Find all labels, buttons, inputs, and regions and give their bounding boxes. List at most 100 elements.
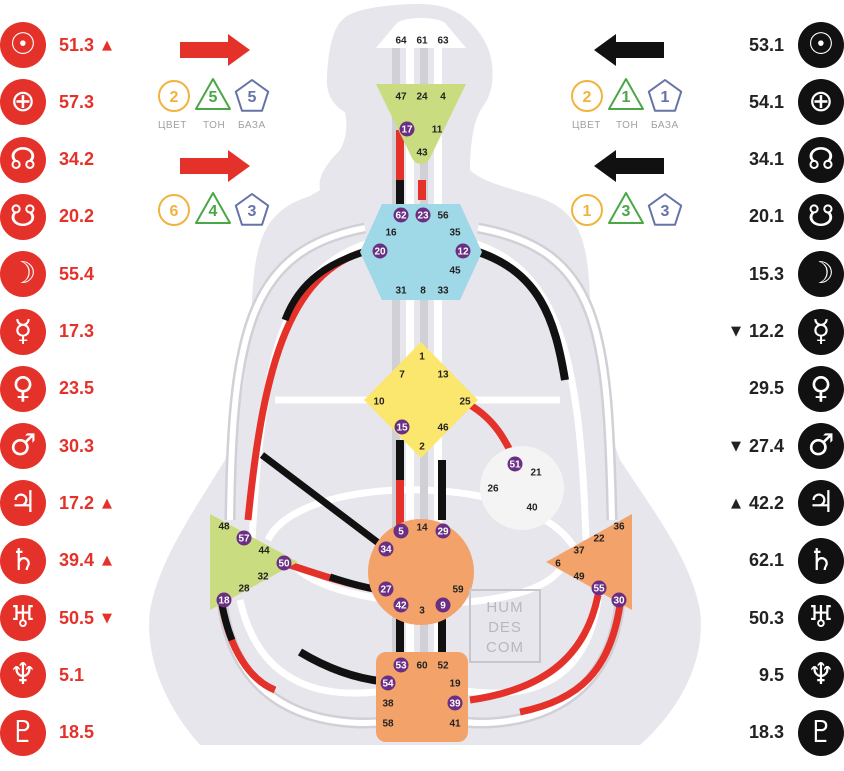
personality-row: 29.5♀ [741,365,844,412]
gate-6[interactable]: 6 [555,559,561,570]
gate-9-active-marker [435,597,451,613]
gate-62[interactable]: 62 [395,211,407,222]
gate-47[interactable]: 47 [395,92,407,103]
design-value: 5.1 [59,664,85,685]
gate-39[interactable]: 39 [449,699,461,710]
gate-10[interactable]: 10 [373,397,385,408]
gate-2[interactable]: 2 [419,442,425,453]
gate-22[interactable]: 22 [593,534,605,545]
gate-26[interactable]: 26 [487,484,499,495]
gate-37[interactable]: 37 [573,546,585,557]
gate-36[interactable]: 36 [613,522,625,533]
gate-54[interactable]: 54 [382,679,394,690]
gate-18[interactable]: 18 [218,596,230,607]
watermark-line-1: HUM [486,599,523,616]
gate-58[interactable]: 58 [382,719,394,730]
gate-53[interactable]: 53 [395,661,407,672]
gate-12[interactable]: 12 [457,247,469,258]
personality-value: 9.5 [758,664,784,685]
gate-14[interactable]: 14 [416,523,428,534]
gate-61[interactable]: 61 [416,36,428,47]
gate-30[interactable]: 30 [613,596,625,607]
gate-1[interactable]: 1 [419,352,425,363]
gate-46[interactable]: 46 [437,423,449,434]
heart-center [480,446,564,530]
gate-25[interactable]: 25 [459,397,471,408]
gate-27[interactable]: 27 [380,585,392,596]
ajna-center [376,84,466,164]
gate-52[interactable]: 52 [437,661,449,672]
gate-50[interactable]: 50 [278,559,290,570]
gate-60[interactable]: 60 [416,661,428,672]
personality-row: 20.1☋ [741,193,844,240]
design_bottom-color-value: 6 [170,203,179,220]
gate-21[interactable]: 21 [530,468,542,479]
gate-4[interactable]: 4 [440,92,446,103]
gate-49[interactable]: 49 [573,572,585,583]
personality-value: 12.2 [748,321,784,341]
gate-5[interactable]: 5 [398,527,404,538]
gate-8[interactable]: 8 [420,286,426,297]
gate-11[interactable]: 11 [432,125,443,136]
personality-planet-icon: ♀ [798,365,844,412]
gate-55[interactable]: 55 [593,584,605,595]
gate-34-active-marker [378,541,394,557]
gate-33[interactable]: 33 [437,286,449,297]
gate-42-active-marker [393,597,409,613]
gate-20[interactable]: 20 [374,247,386,258]
gate-13[interactable]: 13 [437,370,449,381]
gate-28[interactable]: 28 [238,584,250,595]
personality-mark: ▼ [730,438,741,454]
personality-planet-icon: ♆ [798,652,844,699]
gate-19[interactable]: 19 [449,679,461,690]
gate-57[interactable]: 57 [238,534,250,545]
gate-51[interactable]: 51 [509,460,521,471]
gate-29[interactable]: 29 [437,527,449,538]
gate-34[interactable]: 34 [380,545,392,556]
design_top-tone-shape [195,78,231,110]
gate-35[interactable]: 35 [449,228,461,239]
gate-17[interactable]: 17 [401,125,413,136]
design-row: ☿17.3 [0,308,102,355]
solar-center [546,514,632,610]
label-base-personality: БАЗА [651,120,679,131]
personality_bottom-color-shape [571,194,603,226]
gate-24[interactable]: 24 [416,92,428,103]
gate-56[interactable]: 56 [437,211,449,222]
design-arrow-top [180,34,250,66]
gate-3[interactable]: 3 [419,606,425,617]
gate-59[interactable]: 59 [452,585,464,596]
gate-23[interactable]: 23 [417,211,429,222]
personality-planet-icon: ⊕ [798,79,844,126]
design-value: 18.5 [59,722,95,743]
design-row: ♅50.5▼ [0,595,112,641]
gate-7[interactable]: 7 [399,370,405,381]
personality-row: 54.1 ⊕ [741,79,844,126]
gate-27-active-marker [378,581,394,597]
gate-63[interactable]: 63 [437,36,449,47]
gate-64[interactable]: 64 [395,36,407,47]
gate-48[interactable]: 48 [218,522,230,533]
gate-9[interactable]: 9 [440,601,446,612]
personality-planet-icon: ♂ [798,423,844,470]
gate-42[interactable]: 42 [395,601,407,612]
design-value: 23.5 [59,378,95,399]
gate-40[interactable]: 40 [526,503,538,514]
gate-43[interactable]: 43 [416,148,428,159]
gate-38[interactable]: 38 [382,699,394,710]
gate-17-active-marker [399,121,415,137]
gate-31[interactable]: 31 [395,286,407,297]
design-row: ♀23.5 [0,365,102,412]
gate-16[interactable]: 16 [385,228,397,239]
personality-row: 34.1 ☊ [741,136,844,183]
design_bottom-tone-value: 4 [209,203,218,220]
gate-15[interactable]: 15 [396,423,408,434]
gate-41[interactable]: 41 [449,719,461,730]
gate-32[interactable]: 32 [257,572,269,583]
label-color-design: ЦВЕТ [158,120,187,131]
personality-planet-icon: ☊ [798,136,844,183]
gate-44[interactable]: 44 [258,546,270,557]
personality-value: 54.1 [748,91,784,112]
gate-45[interactable]: 45 [449,266,461,277]
personality-value: 34.1 [748,149,784,170]
